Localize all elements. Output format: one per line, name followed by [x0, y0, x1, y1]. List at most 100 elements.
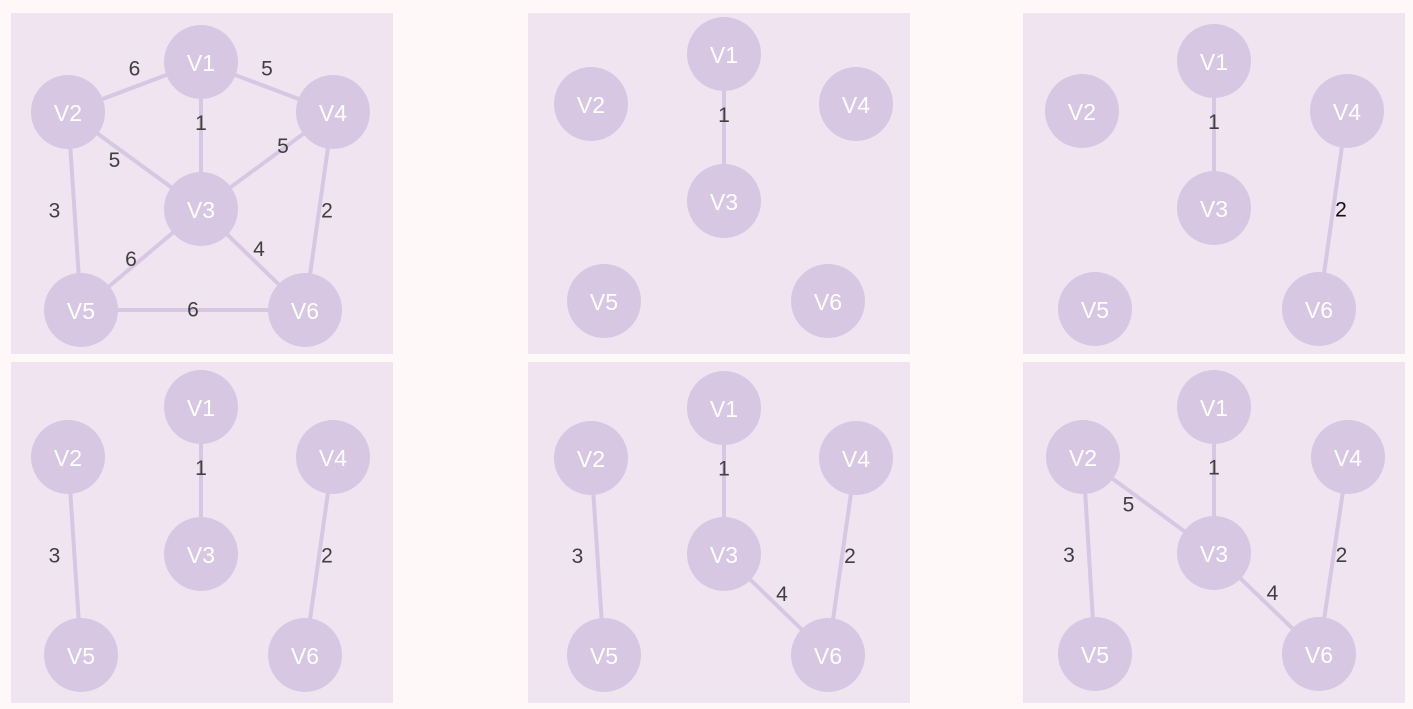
node-circle [296, 75, 370, 149]
node-circle [819, 421, 893, 495]
node-v6: V6 [1282, 617, 1356, 691]
node-circle [1045, 74, 1119, 148]
node-v2: V2 [554, 67, 628, 141]
node-circle [687, 17, 761, 91]
node-v5: V5 [44, 273, 118, 347]
node-v6: V6 [791, 264, 865, 338]
node-circle [1058, 617, 1132, 691]
node-v1: V1 [1177, 24, 1251, 98]
node-v2: V2 [1045, 74, 1119, 148]
node-circle [819, 67, 893, 141]
node-label: V1 [1200, 49, 1228, 75]
node-v1: V1 [1177, 370, 1251, 444]
node-circle [687, 517, 761, 591]
node-label: V3 [710, 542, 738, 568]
node-v4: V4 [296, 420, 370, 494]
node-v6: V6 [1282, 272, 1356, 346]
node-v4: V4 [819, 67, 893, 141]
node-label: V2 [1068, 99, 1096, 125]
node-circle [1177, 370, 1251, 444]
node-v1: V1 [164, 370, 238, 444]
node-v4: V4 [296, 75, 370, 149]
edge-weight-label: 2 [321, 200, 333, 223]
node-v1: V1 [687, 17, 761, 91]
node-circle [1311, 420, 1385, 494]
node-label: V4 [319, 100, 347, 126]
node-v5: V5 [1058, 272, 1132, 346]
node-label: V6 [1305, 297, 1333, 323]
node-circle [1046, 420, 1120, 494]
node-label: V6 [1305, 642, 1333, 668]
node-circle [567, 264, 641, 338]
edge-weight-label: 2 [1336, 544, 1348, 567]
node-v6: V6 [791, 618, 865, 692]
node-label: V4 [1333, 99, 1361, 125]
node-circle [164, 517, 238, 591]
node-label: V2 [577, 446, 605, 472]
edge-weight-label: 4 [776, 583, 788, 606]
node-circle [44, 273, 118, 347]
node-label: V3 [187, 197, 215, 223]
node-label: V1 [1200, 395, 1228, 421]
node-circle [268, 618, 342, 692]
node-label: V4 [842, 92, 870, 118]
edge-weight-label: 5 [261, 58, 273, 81]
node-label: V2 [577, 92, 605, 118]
node-label: V5 [590, 643, 618, 669]
node-circle [554, 67, 628, 141]
edge-weight-label: 1 [1208, 111, 1220, 134]
node-label: V5 [1081, 297, 1109, 323]
node-circle [164, 172, 238, 246]
node-circle [296, 420, 370, 494]
edge-weight-label: 4 [253, 238, 265, 261]
node-v1: V1 [687, 371, 761, 445]
node-v4: V4 [1311, 420, 1385, 494]
edge-weight-label: 3 [49, 545, 61, 568]
node-v6: V6 [268, 618, 342, 692]
node-v3: V3 [687, 164, 761, 238]
edge-weight-label: 1 [718, 104, 730, 127]
node-circle [31, 420, 105, 494]
node-circle [791, 264, 865, 338]
edge-weight-label: 5 [277, 135, 289, 158]
node-v5: V5 [1058, 617, 1132, 691]
node-v5: V5 [44, 618, 118, 692]
edge-weight-label: 5 [109, 149, 121, 172]
node-v2: V2 [1046, 420, 1120, 494]
node-label: V6 [814, 643, 842, 669]
edge-weight-label: 5 [1123, 494, 1135, 517]
node-v5: V5 [567, 618, 641, 692]
node-label: V2 [54, 100, 82, 126]
node-label: V6 [291, 298, 319, 324]
edge-weight-label: 3 [49, 200, 61, 223]
node-circle [1177, 171, 1251, 245]
edge-weight-label: 3 [572, 545, 584, 568]
node-label: V5 [67, 643, 95, 669]
node-v2: V2 [554, 421, 628, 495]
edge-weight-label: 1 [195, 112, 207, 135]
node-label: V4 [1334, 445, 1362, 471]
edge-weight-label: 2 [844, 545, 856, 568]
node-v3: V3 [687, 517, 761, 591]
node-v1: V1 [164, 25, 238, 99]
edge-weight-label: 1 [1208, 457, 1220, 480]
node-circle [164, 25, 238, 99]
node-label: V3 [1200, 196, 1228, 222]
node-circle [1282, 617, 1356, 691]
edge-weight-label: 3 [1063, 544, 1075, 567]
edge-weight-label: 2 [321, 545, 333, 568]
edge-weight-label: 4 [1267, 582, 1279, 605]
node-v4: V4 [819, 421, 893, 495]
node-circle [31, 75, 105, 149]
node-label: V1 [187, 50, 215, 76]
node-label: V2 [1069, 445, 1097, 471]
node-label: V3 [1200, 541, 1228, 567]
node-v2: V2 [31, 75, 105, 149]
node-circle [567, 618, 641, 692]
node-circle [1058, 272, 1132, 346]
node-circle [1177, 516, 1251, 590]
node-v5: V5 [567, 264, 641, 338]
edge-weight-label: 6 [125, 248, 137, 271]
